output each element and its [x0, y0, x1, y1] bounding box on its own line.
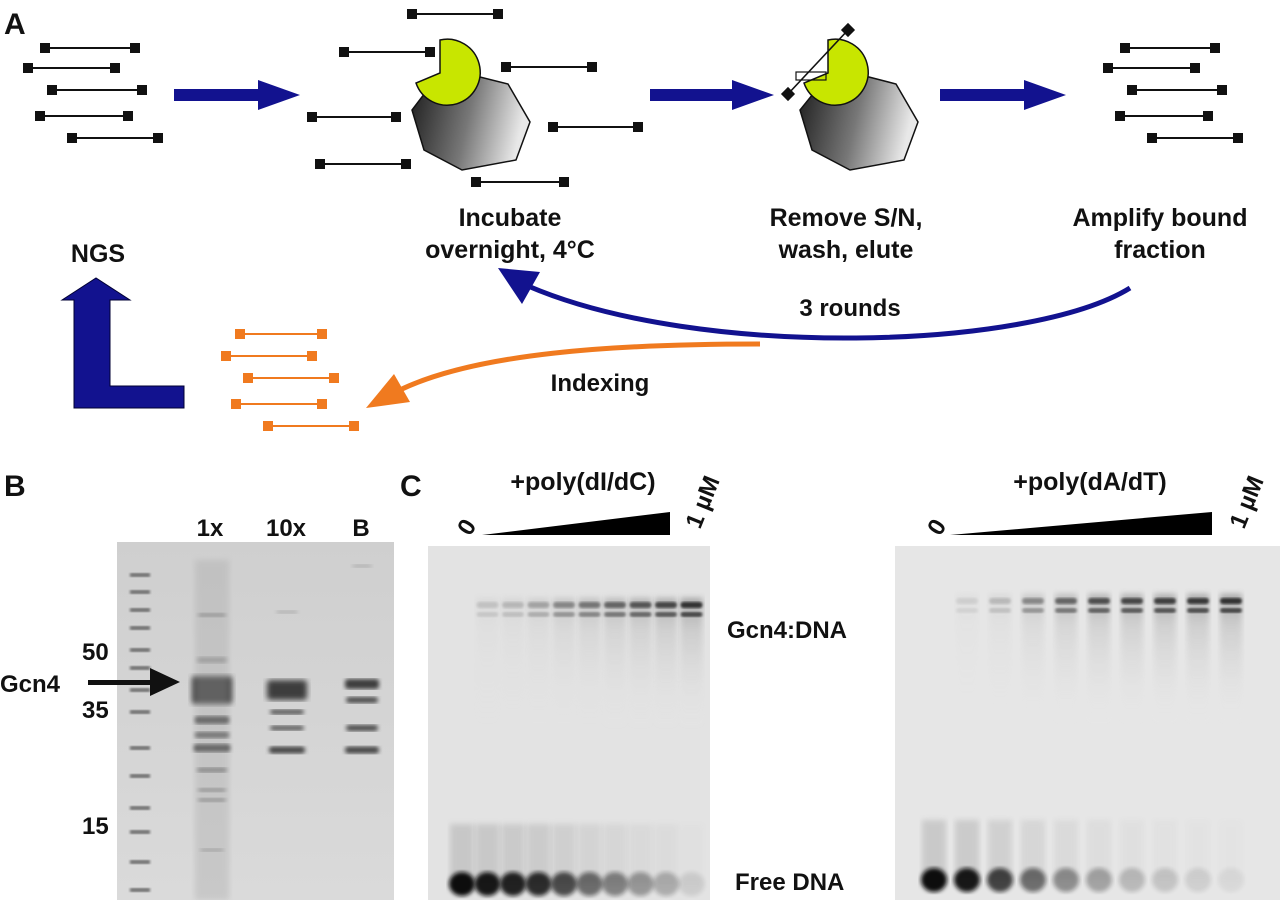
indexing-arrow: [366, 341, 761, 408]
indexing-label: Indexing: [551, 370, 650, 397]
dna-library-indexed: [221, 329, 359, 431]
emsa-right-start: 0: [922, 515, 952, 541]
marker-50: 50: [82, 639, 109, 666]
dna-fragment: [1127, 85, 1227, 95]
panel-c-letter: C: [400, 470, 422, 503]
step-incubate-line2: overnight, 4°C: [425, 236, 595, 264]
dna-fragment: [407, 9, 503, 19]
emsa-left-title: +poly(dI/dC): [510, 468, 655, 496]
panel-b-letter: B: [4, 470, 26, 503]
emsa-right-end: 1 µM: [1225, 472, 1270, 532]
emsa-left-end: 1 µM: [681, 472, 726, 532]
lane-label-b: B: [352, 515, 369, 542]
dna-fragment: [307, 112, 401, 122]
flow-arrow-2: [650, 80, 774, 110]
dna-fragment: [548, 122, 643, 132]
titration-wedge-right: [950, 512, 1212, 535]
dna-fragment: [339, 47, 435, 57]
step-amplify-line1: Amplify bound: [1073, 204, 1248, 232]
marker-35: 35: [82, 697, 109, 724]
gcn4-protein-label: Gcn4: [0, 671, 61, 698]
marker-ladder: [130, 573, 150, 892]
free-dna-label: Free DNA: [735, 869, 844, 896]
emsa-right-title: +poly(dA/dT): [1013, 468, 1166, 496]
panel-b: B 1x 10x B 50 35 15 Gcn4: [0, 470, 394, 900]
step-remove-line1: Remove S/N,: [770, 204, 923, 232]
panel-a: A: [4, 8, 1247, 431]
step-remove-line2: wash, elute: [778, 236, 914, 264]
step-amplify-line2: fraction: [1114, 236, 1206, 264]
dna-fragment: [315, 159, 411, 169]
gcn4-band-arrow: [88, 668, 180, 696]
panel-c: C +poly(dI/dC) +poly(dA/dT) 0 1 µM 0 1 µ…: [400, 468, 1280, 900]
step-incubate-line1: Incubate: [459, 204, 562, 232]
dna-fragment: [35, 111, 133, 121]
lane-label-1x: 1x: [197, 515, 224, 542]
binding-pocket: [415, 38, 481, 106]
dna-fragment: [243, 373, 339, 383]
dna-fragment: [40, 43, 140, 53]
dna-fragment: [1147, 133, 1243, 143]
emsa-left-start: 0: [452, 515, 482, 541]
dna-fragment: [1103, 63, 1200, 73]
emsa-right-lanes: [921, 594, 1244, 892]
emsa-left-lanes: [449, 598, 705, 896]
flow-arrow-1: [174, 80, 300, 110]
sds-page-gel: [117, 542, 394, 900]
dna-library-input: [23, 43, 163, 143]
gcn4-protein-2: [780, 22, 919, 171]
dna-fragment: [471, 177, 569, 187]
dna-fragment: [263, 421, 359, 431]
dna-fragment: [231, 399, 327, 409]
dna-scattered: [307, 9, 643, 187]
ngs-label: NGS: [71, 240, 125, 268]
panel-a-letter: A: [4, 8, 26, 41]
bound-complex-label: Gcn4:DNA: [727, 617, 847, 644]
flow-arrow-3: [940, 80, 1066, 110]
sds-lanes: [192, 560, 379, 900]
gcn4-protein-1: [411, 38, 531, 171]
ngs-arrow: [60, 277, 185, 409]
dna-fragment: [235, 329, 327, 339]
dna-library-amplified: [1103, 43, 1243, 143]
rounds-label: 3 rounds: [799, 295, 900, 322]
dna-fragment: [23, 63, 120, 73]
marker-15: 15: [82, 813, 109, 840]
dna-fragment: [501, 62, 597, 72]
rounds-return-arrow: [498, 268, 1132, 341]
lane-label-10x: 10x: [266, 515, 307, 542]
dna-fragment: [1115, 111, 1213, 121]
dna-fragment: [67, 133, 163, 143]
dna-fragment: [221, 351, 317, 361]
dna-fragment: [47, 85, 147, 95]
dna-fragment: [1120, 43, 1220, 53]
titration-wedge-left: [482, 512, 670, 535]
